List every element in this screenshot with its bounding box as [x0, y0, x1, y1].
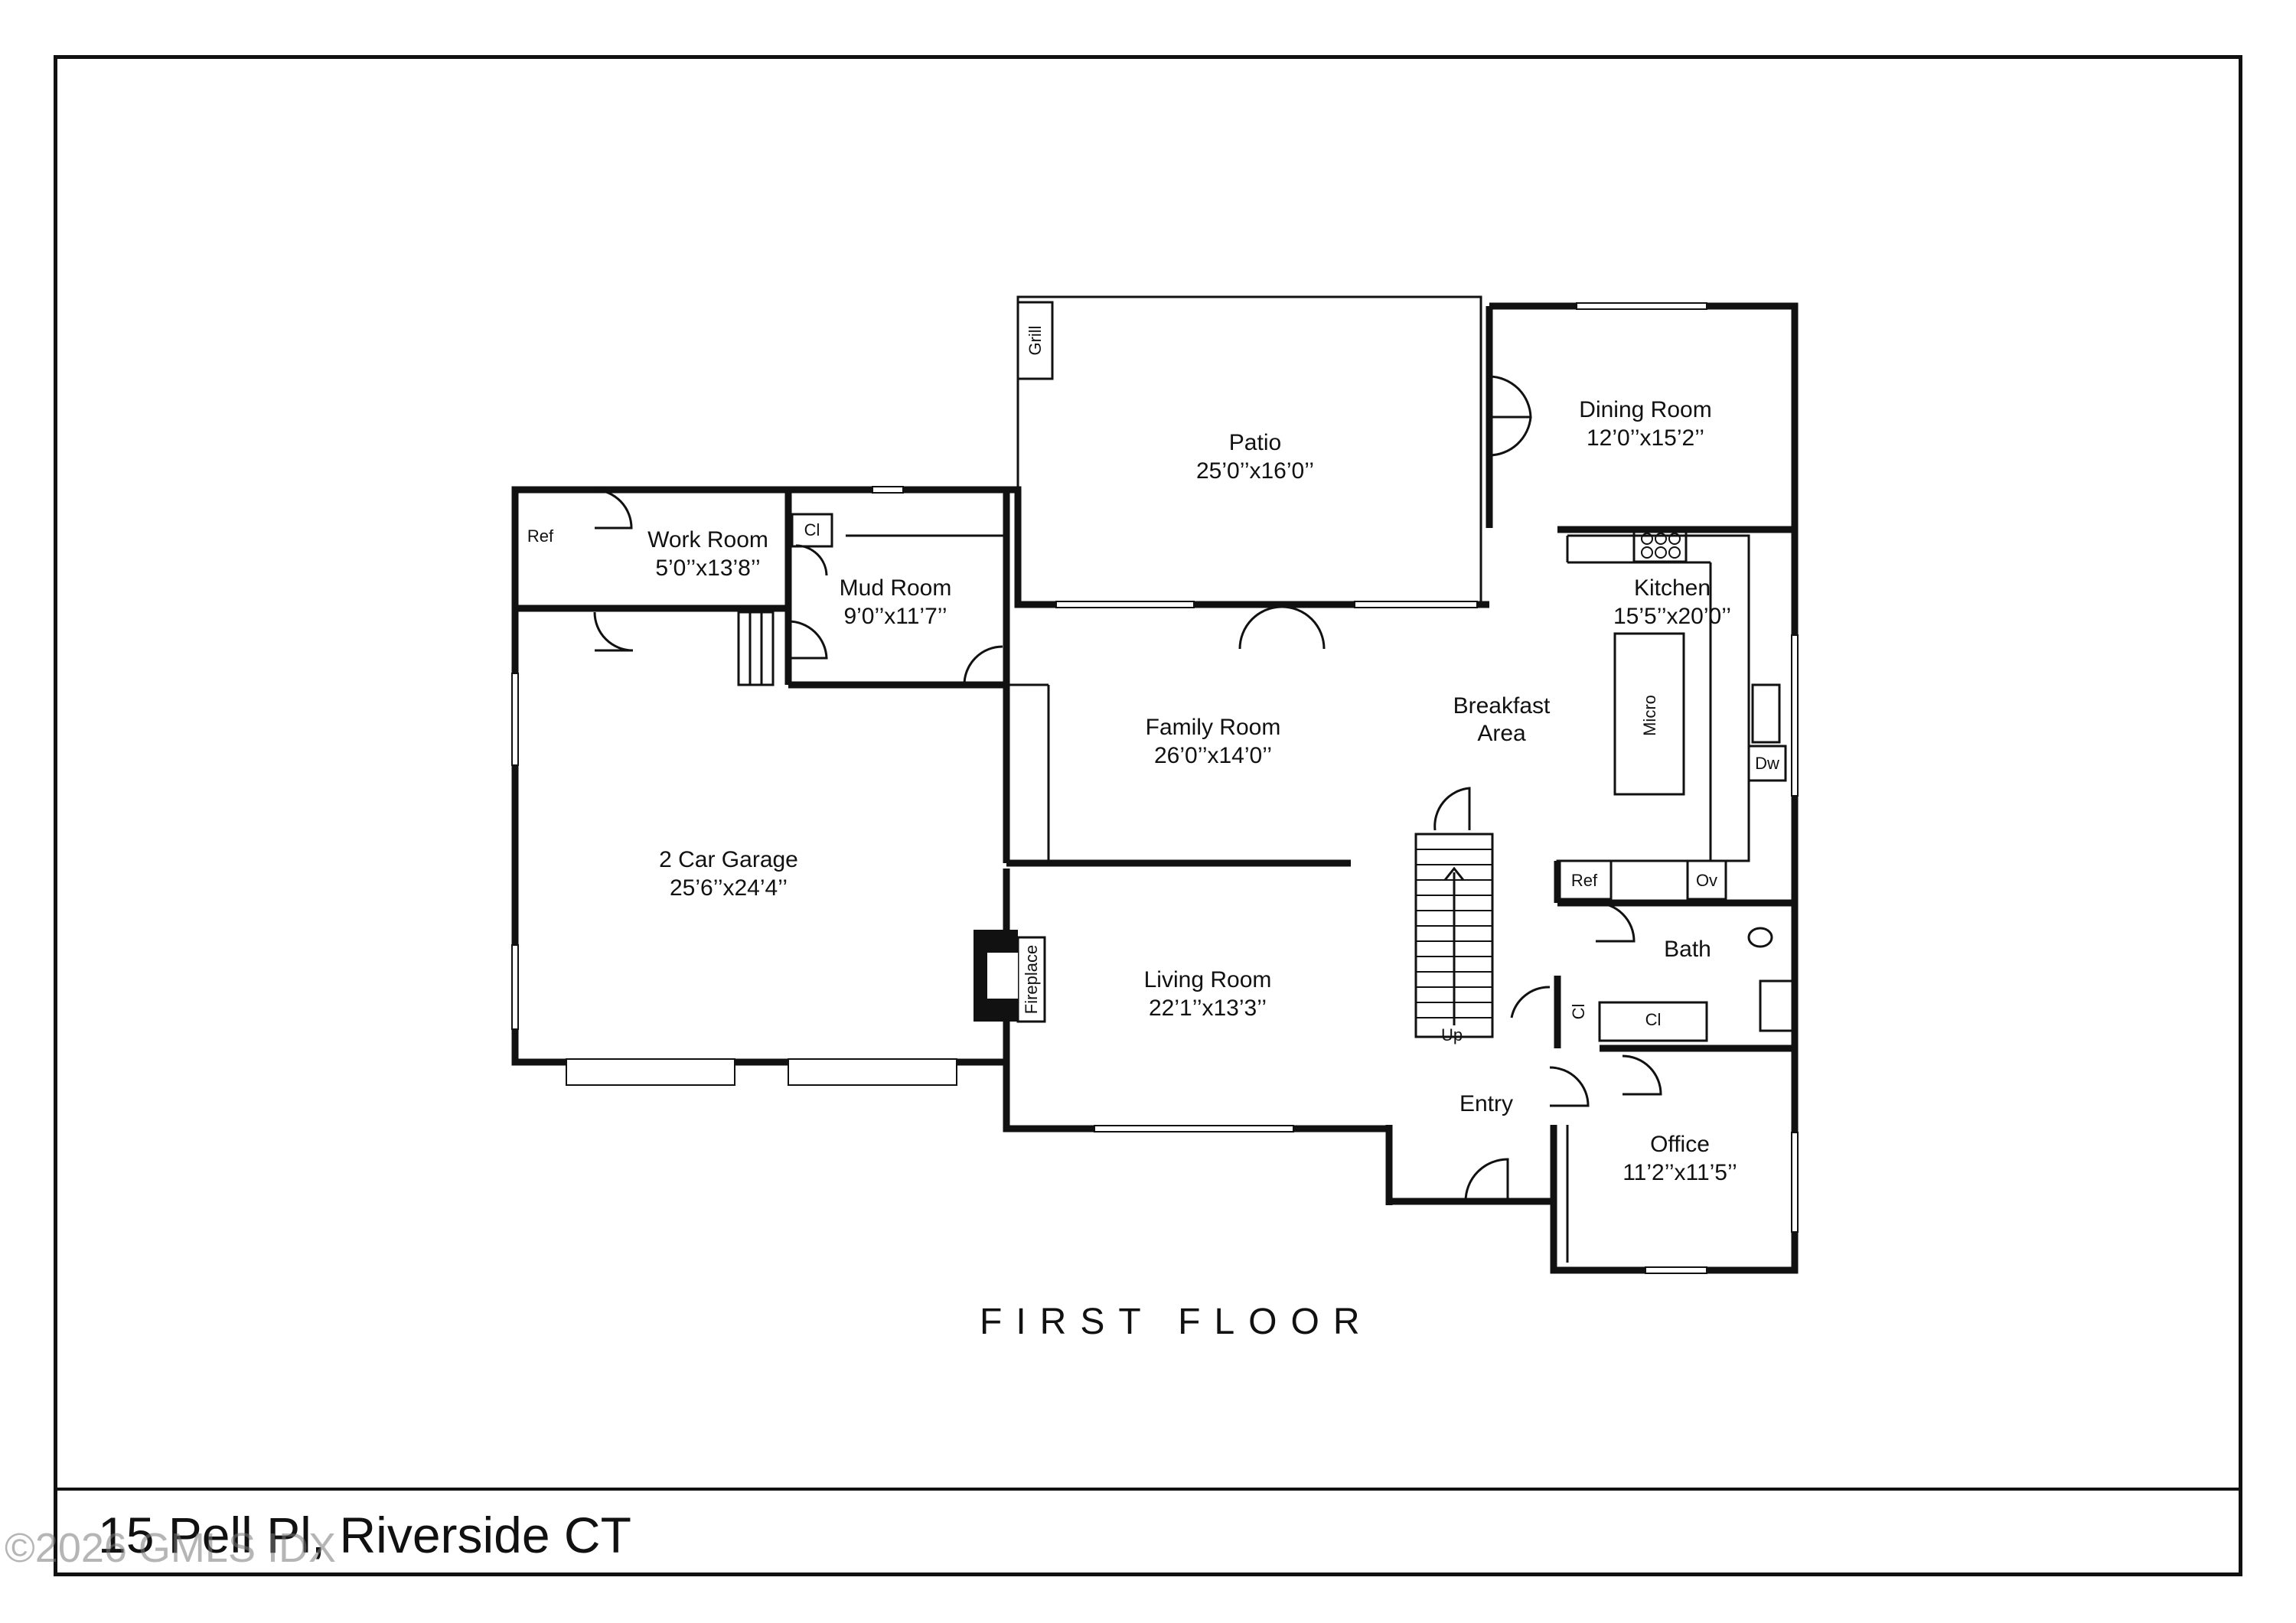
bath-closet	[1598, 1001, 1708, 1042]
stair-treads	[1416, 849, 1492, 1018]
kitchen-ref-label: Ref	[1571, 871, 1598, 890]
footer-divider	[54, 1488, 2242, 1491]
room-name: Mud Room	[840, 575, 952, 601]
mudroom-closet	[791, 513, 833, 548]
room-name: Office	[1650, 1132, 1710, 1157]
windows	[511, 302, 1799, 1274]
dishwasher-label: Dw	[1755, 754, 1779, 773]
kitchen-island	[1613, 632, 1685, 796]
bath-closet-label: Cl	[1645, 1010, 1662, 1029]
fireplace-label: Fireplace	[1022, 945, 1041, 1014]
kitchen-oven	[1686, 859, 1727, 901]
breakfast-label: Area	[1477, 721, 1526, 746]
thin-walls	[524, 295, 1796, 1263]
bath-label: Bath	[1664, 937, 1711, 962]
room-dims: 26’0’’x14’0’’	[1154, 743, 1272, 768]
dishwasher	[1747, 745, 1787, 782]
kitchen-counter	[1567, 534, 1750, 862]
page-frame	[54, 55, 2242, 1576]
toilet	[1747, 927, 1773, 948]
breakfast-label: Breakfast	[1453, 693, 1551, 719]
room-name: 2 Car Garage	[659, 847, 798, 872]
mudroom-closet-label: Cl	[804, 520, 820, 539]
room-name: Work Room	[647, 527, 768, 552]
mudroom-steps	[737, 611, 775, 686]
staircase	[1414, 833, 1494, 1038]
entry-closet-label: Cl	[1569, 1004, 1588, 1020]
room-dims: 25’0’’x16’0’’	[1196, 458, 1314, 484]
copyright-watermark: ©2026 GMLS IDX	[5, 1525, 336, 1571]
room-name: Dining Room	[1579, 397, 1711, 422]
floor-title: FIRST FLOOR	[980, 1302, 1374, 1342]
room-dims: 11’2’’x11’5’’	[1623, 1160, 1737, 1185]
room-name: Family Room	[1146, 715, 1281, 740]
room-name: Patio	[1229, 430, 1281, 455]
room-dims: 5’0’’x13’8’’	[655, 556, 760, 581]
kitchen-sink	[1751, 683, 1781, 744]
oven-label: Ov	[1696, 871, 1717, 890]
room-dims: 25’6’’x24’4’’	[670, 875, 788, 901]
room-dims: 22’1’’x13’3’’	[1149, 996, 1267, 1021]
grill-box	[1016, 301, 1054, 380]
stair-up-label: Up	[1441, 1025, 1463, 1045]
room-labels: Patio 25’0’’x16’0’’ Dining Room 12’0’’x1…	[647, 397, 1737, 1185]
doors	[593, 375, 1662, 1202]
entry-label: Entry	[1459, 1091, 1513, 1116]
property-address: 15 Pell Pl, Riverside CT	[98, 1507, 631, 1563]
room-dims: 15’5’’x20’0’’	[1613, 604, 1731, 629]
stove-burners	[1641, 533, 1681, 559]
grill-label: Grill	[1026, 325, 1045, 355]
room-dims: 9’0’’x11’7’’	[843, 604, 947, 629]
room-dims: 12’0’’x15’2’’	[1587, 425, 1704, 451]
fixture-labels: Up Ref Ov Dw Cl Cl Ref Grill Fireplace M…	[527, 325, 1779, 1045]
workroom-ref-label: Ref	[527, 526, 554, 546]
room-name: Living Room	[1144, 967, 1272, 992]
room-name: Kitchen	[1634, 575, 1711, 601]
microwave-label: Micro	[1640, 695, 1659, 736]
